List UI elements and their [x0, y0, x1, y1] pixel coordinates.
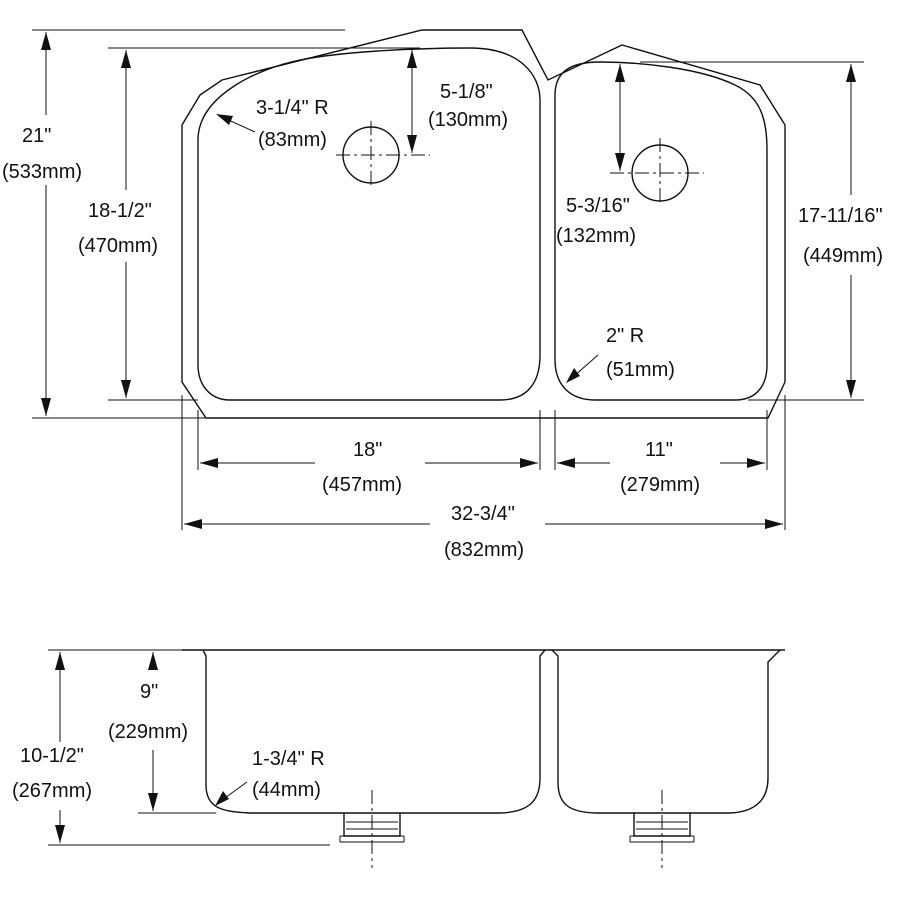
overall-depth-mm: (533mm): [2, 161, 82, 183]
right-corner-radius-in: 2" R: [606, 325, 644, 347]
side-left-bowl-profile: [202, 649, 546, 814]
left-bowl-width-mm: (457mm): [322, 474, 402, 496]
right-drain-offset-mm: (132mm): [556, 225, 636, 247]
overall-depth-in: 21": [22, 125, 51, 147]
side-left-drain: [339, 790, 405, 868]
left-bowl-depth-in: 18-1/2": [88, 200, 152, 222]
side-overall-height-in: 10-1/2": [20, 745, 84, 767]
top-view: 21" (533mm) 18-1/2" (470mm) 3-1/4" R (83…: [2, 29, 883, 561]
side-bowl-depth-in: 9": [140, 681, 158, 703]
left-corner-radius-in: 3-1/4" R: [256, 97, 329, 119]
side-bowl-depth-mm: (229mm): [108, 721, 188, 743]
side-view: 9" (229mm) 10-1/2" (267mm) 1-3/4" R (44m…: [12, 649, 785, 868]
overall-width-mm: (832mm): [444, 539, 524, 561]
right-bowl-outline: [554, 61, 768, 401]
right-bowl-width-in: 11": [645, 439, 673, 461]
left-bowl-depth-mm: (470mm): [78, 235, 158, 257]
side-overall-height-mm: (267mm): [12, 780, 92, 802]
side-right-drain: [629, 790, 695, 868]
left-corner-radius-mm: (83mm): [258, 129, 327, 151]
right-drain-offset-in: 5-3/16": [566, 195, 630, 217]
sink-outer-outline: [181, 29, 786, 419]
right-corner-radius-mm: (51mm): [606, 359, 675, 381]
side-bottom-radius-in: 1-3/4" R: [252, 748, 325, 770]
left-bowl-width-in: 18": [353, 439, 382, 461]
overall-width-in: 32-3/4": [451, 503, 515, 525]
left-drain-offset-in: 5-1/8": [440, 81, 493, 103]
side-right-bowl-profile: [551, 649, 781, 814]
right-bowl-depth-in: 17-11/16": [798, 205, 883, 227]
right-bowl-depth-mm: (449mm): [803, 245, 883, 267]
right-bowl-width-mm: (279mm): [620, 474, 700, 496]
left-bowl-outline: [197, 47, 541, 401]
side-bottom-radius-mm: (44mm): [252, 779, 321, 801]
left-drain-offset-mm: (130mm): [428, 109, 508, 131]
